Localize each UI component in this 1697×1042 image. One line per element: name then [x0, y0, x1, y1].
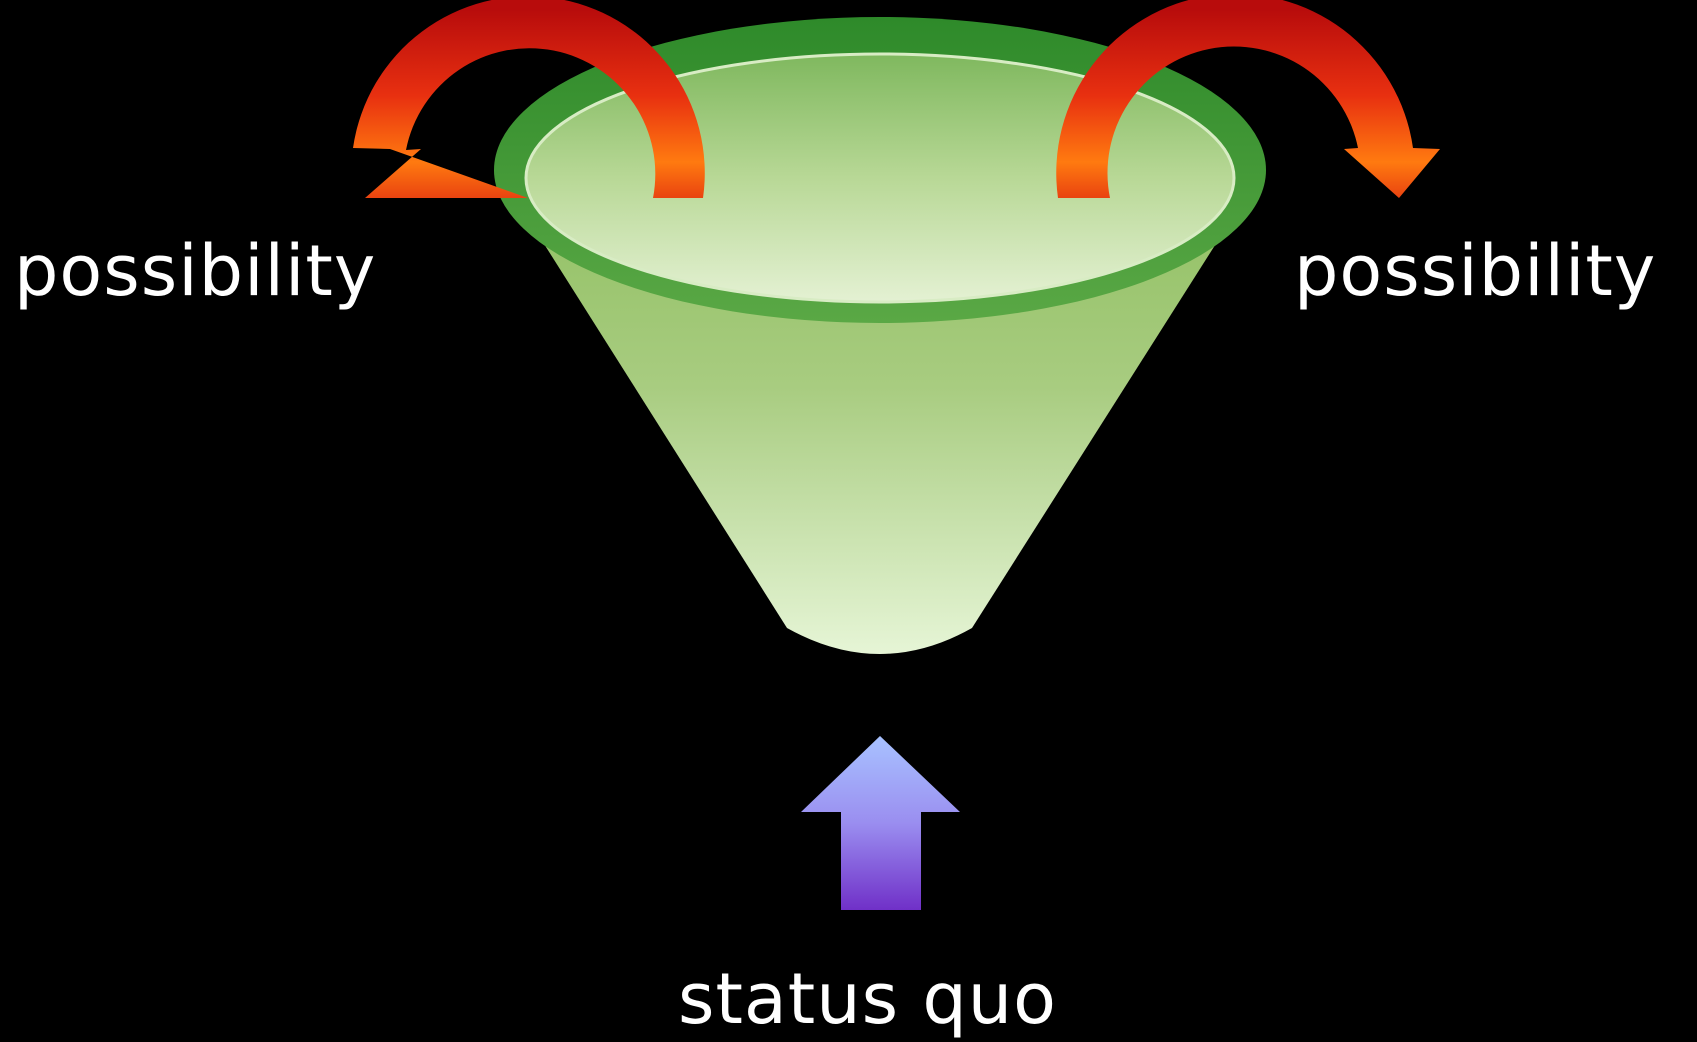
funnel-icon — [494, 17, 1266, 654]
funnel-mouth — [524, 52, 1236, 304]
possibility-left-label: possibility — [14, 230, 377, 312]
possibility-right-label: possibility — [1294, 230, 1657, 312]
arrow-up-icon — [801, 736, 960, 910]
curved-arrow-left-icon — [353, 0, 705, 198]
status-quo-label: status quo — [678, 958, 1057, 1040]
curved-arrow-right-icon — [1056, 0, 1440, 198]
